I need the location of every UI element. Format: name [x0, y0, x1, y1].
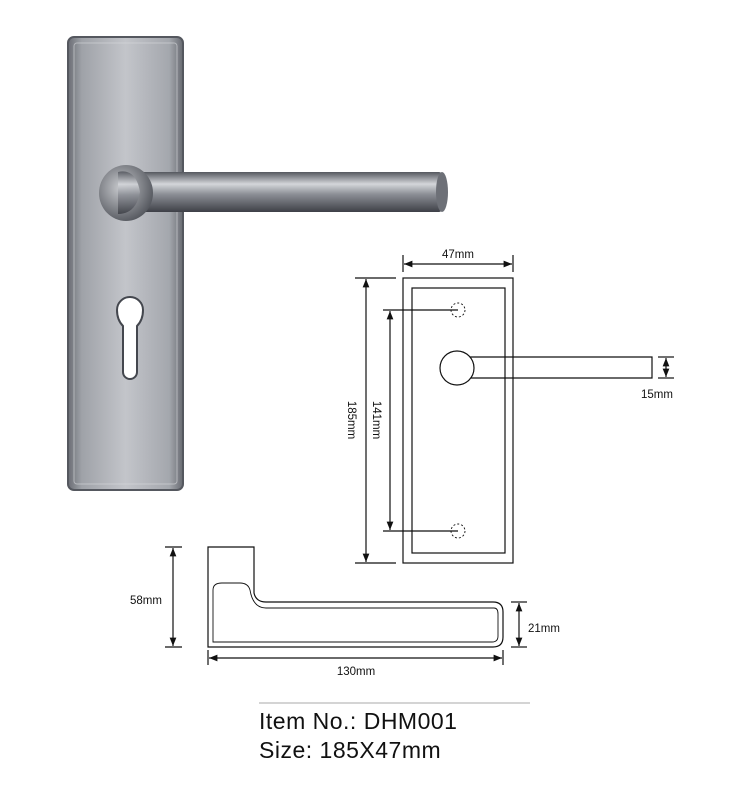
- item-number-value: DHM001: [363, 708, 458, 734]
- handle-photo: [67, 36, 448, 491]
- keyhole: [115, 295, 145, 380]
- width-dimension: 47mm: [442, 249, 474, 261]
- backplate: [67, 36, 184, 491]
- item-number-label: Item No.:: [259, 708, 357, 734]
- lever-bar: [128, 172, 442, 212]
- front-view-drawing: [355, 255, 674, 564]
- length-dimension: 130mm: [337, 666, 375, 678]
- item-number-line: Item No.: DHM001: [259, 708, 457, 735]
- lever-thickness-dimension: 15mm: [641, 389, 673, 401]
- projection-dimension: 58mm: [130, 595, 162, 607]
- size-line: Size: 185X47mm: [259, 737, 441, 764]
- size-label: Size:: [259, 737, 313, 763]
- hole-spacing-dimension: 141mm: [370, 401, 382, 439]
- side-view-drawing: [165, 546, 527, 665]
- size-value: 185X47mm: [319, 737, 442, 763]
- height-dimension: 185mm: [345, 401, 357, 439]
- depth-dimension: 21mm: [528, 623, 560, 635]
